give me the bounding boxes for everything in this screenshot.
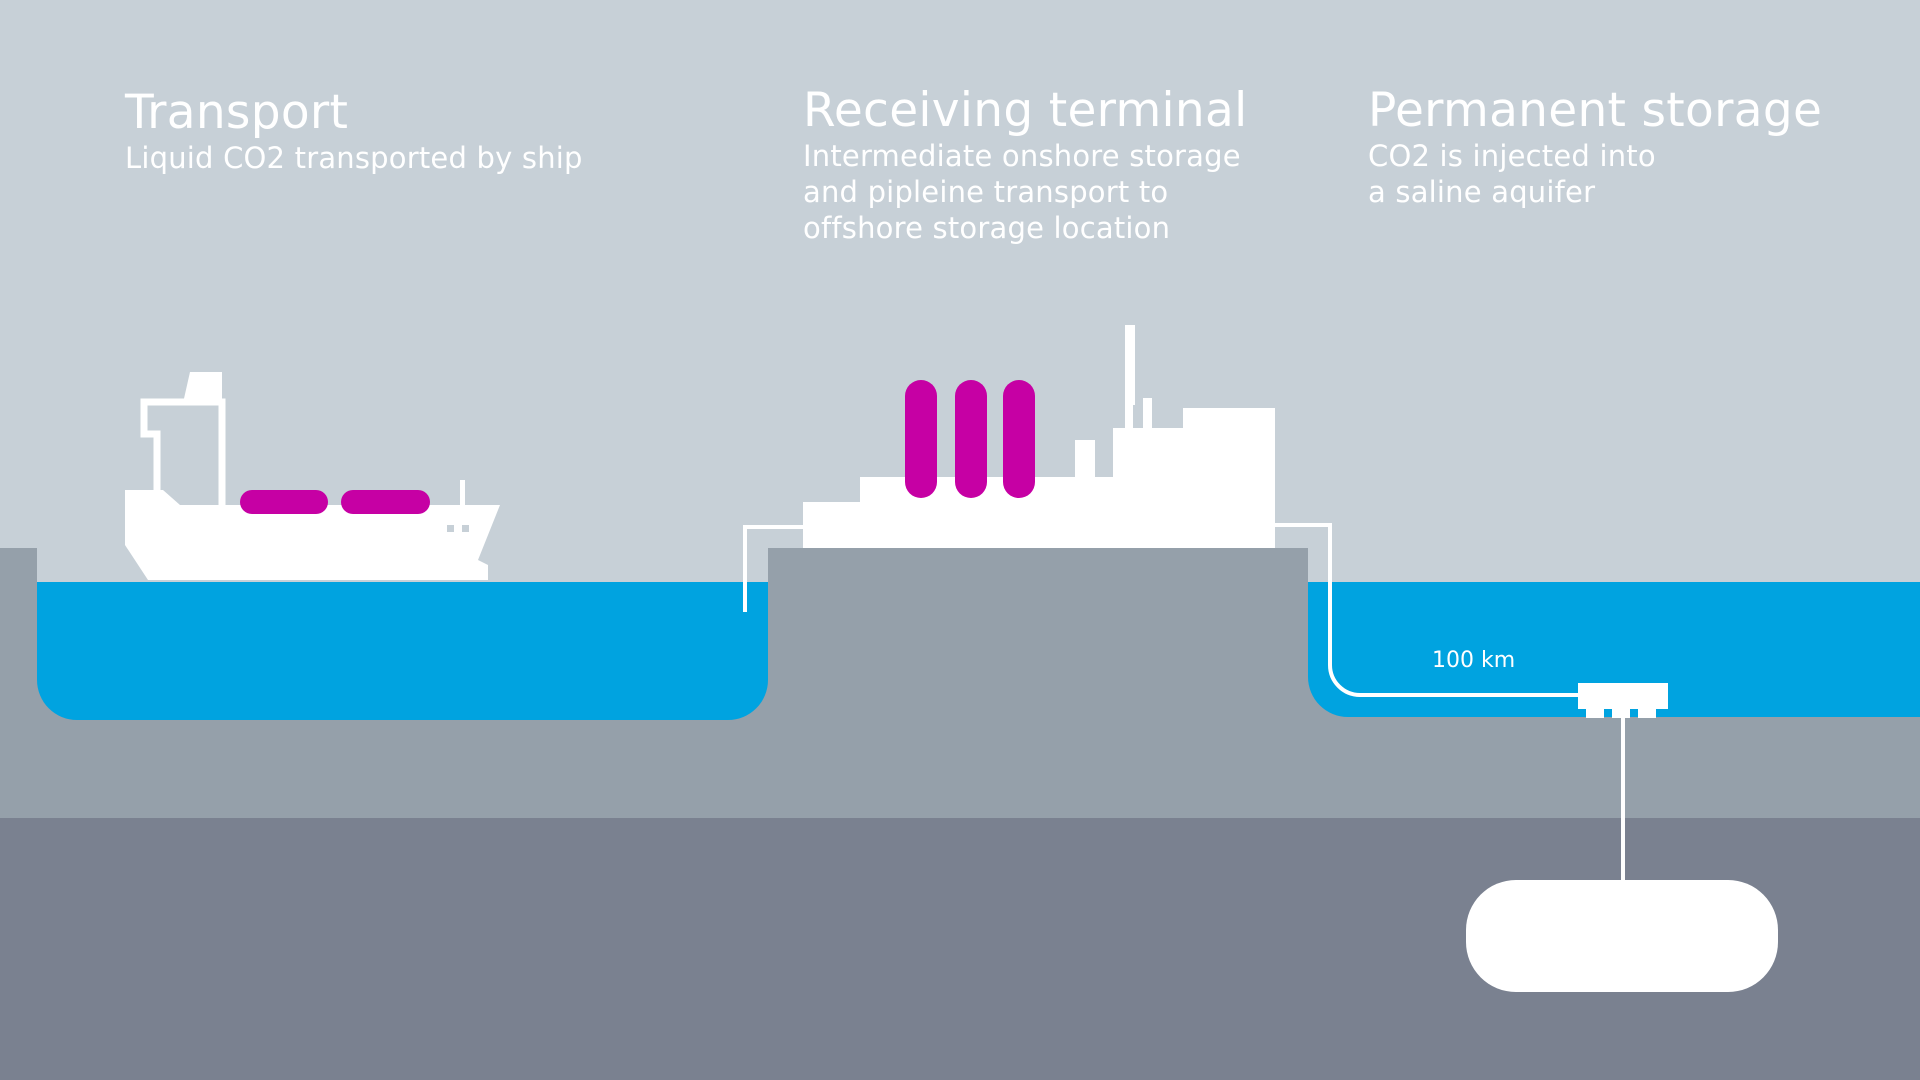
hull-porthole <box>462 525 469 532</box>
receiving-terminal-title: Receiving terminal <box>803 83 1248 138</box>
ship-funnel <box>183 372 222 403</box>
bridge-window <box>208 412 218 422</box>
saline-aquifer <box>1466 880 1778 992</box>
offshore-water <box>1308 582 1920 717</box>
terminal-co2-tank <box>905 380 937 498</box>
receiving-terminal-description: Intermediate onshore storage and piplein… <box>803 139 1241 246</box>
terminal-co2-tank <box>955 380 987 498</box>
permanent-storage-caption: Permanent storage CO2 is injected into a… <box>1368 83 1823 210</box>
transport-caption: Transport Liquid CO2 transported by ship <box>125 85 583 176</box>
terminal-building <box>803 395 1275 548</box>
pipeline-distance-label: 100 km <box>1432 648 1516 673</box>
terminal-chimney <box>1125 325 1135 405</box>
injection-well <box>1621 712 1625 882</box>
bridge-window <box>190 412 200 422</box>
ship-co2-tank <box>240 490 328 514</box>
offshore-pipeline <box>1275 523 1590 697</box>
transport-title: Transport <box>125 85 349 140</box>
template-leg <box>1586 705 1604 718</box>
transport-description: Liquid CO2 transported by ship <box>125 141 583 176</box>
receiving-terminal <box>803 325 1275 548</box>
hull-porthole <box>447 525 454 532</box>
co2-carrier-ship <box>125 372 500 580</box>
subsea-injection-template <box>1578 683 1668 718</box>
receiving-terminal-caption: Receiving terminal Intermediate onshore … <box>803 83 1248 246</box>
ship-co2-tank <box>341 490 430 514</box>
template-body <box>1578 683 1668 709</box>
permanent-storage-description: CO2 is injected into a saline aquifer <box>1368 139 1656 210</box>
terminal-co2-tank <box>1003 380 1035 498</box>
ship-bridge-outline <box>140 398 226 505</box>
template-leg <box>1638 705 1656 718</box>
harbour-water <box>37 582 768 720</box>
template-leg <box>1612 705 1630 718</box>
ship-unloading-pipe <box>743 525 803 612</box>
permanent-storage-title: Permanent storage <box>1368 83 1823 138</box>
